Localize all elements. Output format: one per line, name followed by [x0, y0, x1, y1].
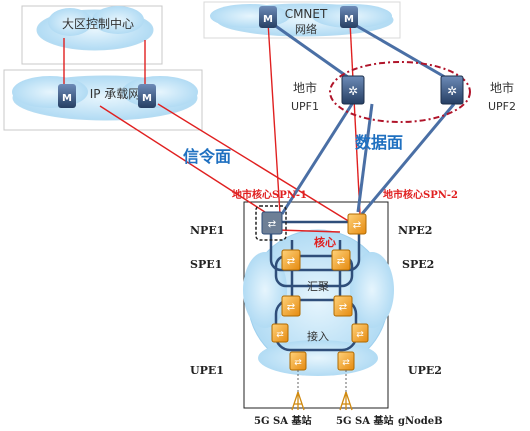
svg-text:⇄: ⇄	[353, 220, 361, 231]
ip-bearer-label: IP 承载网	[90, 87, 141, 101]
region-control-label: 大区控制中心	[62, 16, 134, 31]
base-station-antenna-left	[291, 391, 305, 411]
svg-text:⇄: ⇄	[339, 302, 347, 313]
region-control-router-2[interactable]: M	[138, 84, 156, 108]
svg-text:M: M	[62, 93, 72, 104]
aggregation-device-2[interactable]: ⇄	[333, 295, 353, 317]
cmnet-router-1[interactable]: M	[259, 6, 277, 28]
data-links	[269, 20, 456, 215]
signaling-links	[63, 21, 361, 233]
base-station-antenna-right	[339, 391, 353, 411]
svg-text:⇄: ⇄	[276, 330, 284, 340]
upf1-city-label: 地市	[293, 80, 317, 95]
upe2-label: UPE2	[408, 364, 442, 377]
npe1-device[interactable]: ⇄	[261, 211, 283, 235]
ip-bearer-cloud: IP 承载网	[12, 75, 198, 121]
upf2-city-label: 地市	[490, 80, 514, 95]
access-ring-label: 接入	[307, 330, 329, 343]
svg-text:⇄: ⇄	[337, 256, 345, 267]
svg-text:⇄: ⇄	[287, 256, 295, 267]
upf2-name-label: UPF2	[488, 100, 516, 113]
spe2-label: SPE2	[402, 258, 434, 271]
data-plane-label: 数据面	[355, 133, 403, 152]
upf1-device[interactable]: ✲	[341, 75, 365, 105]
svg-text:M: M	[344, 14, 354, 25]
aggregation-device-1[interactable]: ⇄	[281, 295, 301, 317]
base-station-right-label: 5G SA 基站	[336, 414, 393, 427]
cmnet-label: CMNET	[285, 7, 328, 21]
svg-text:⇄: ⇄	[268, 219, 276, 230]
svg-text:✲: ✲	[447, 84, 457, 98]
spe2-device[interactable]: ⇄	[331, 249, 351, 271]
cmnet-router-2[interactable]: M	[340, 6, 358, 28]
upf-dashed-ellipse	[329, 61, 471, 123]
upe1-label: UPE1	[190, 364, 224, 377]
spn1-label: 地市核心SPN-1	[232, 188, 307, 201]
region-control-router-1[interactable]: M	[58, 84, 76, 108]
region-control-cloud: 大区控制中心	[36, 6, 154, 51]
spe1-label: SPE1	[190, 258, 222, 271]
svg-text:⇄: ⇄	[287, 302, 295, 313]
access-device-2[interactable]: ⇄	[351, 323, 369, 343]
access-device-1[interactable]: ⇄	[271, 323, 289, 343]
spn-cloud	[243, 229, 394, 376]
svg-text:✲: ✲	[348, 84, 358, 98]
npe1-highlight	[255, 205, 287, 241]
svg-text:M: M	[263, 14, 273, 25]
upf1-name-label: UPF1	[291, 100, 319, 113]
svg-text:⇄: ⇄	[294, 358, 302, 368]
signaling-plane-label: 信令面	[183, 147, 231, 166]
aggregation-ring-label: 汇聚	[307, 280, 329, 293]
upe2-device[interactable]: ⇄	[337, 351, 355, 371]
svg-text:M: M	[142, 93, 152, 104]
upf2-device[interactable]: ✲	[440, 75, 464, 105]
spe1-device[interactable]: ⇄	[281, 249, 301, 271]
gnodeb-label: gNodeB	[398, 416, 443, 427]
cmnet-sub-label: 网络	[295, 22, 317, 36]
npe2-device[interactable]: ⇄	[347, 213, 367, 235]
upe1-device[interactable]: ⇄	[289, 351, 307, 371]
svg-text:⇄: ⇄	[342, 358, 350, 368]
npe1-label: NPE1	[190, 224, 224, 237]
spn2-label: 地市核心SPN-2	[383, 188, 458, 201]
npe2-label: NPE2	[398, 224, 432, 237]
base-station-left-label: 5G SA 基站	[254, 414, 311, 427]
svg-text:⇄: ⇄	[356, 330, 364, 340]
core-ring-label: 核心	[314, 235, 336, 249]
